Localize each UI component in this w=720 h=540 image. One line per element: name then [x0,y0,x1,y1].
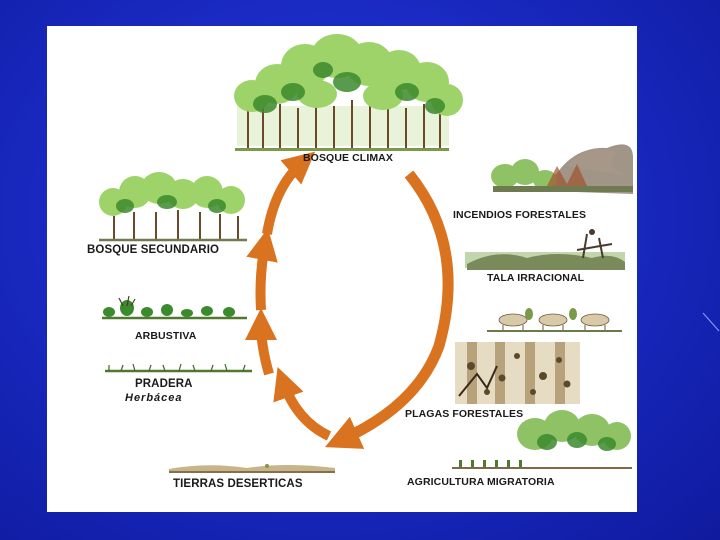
label-tala-irracional: TALA IRRACIONAL [487,272,585,284]
succession-arrow-desert-to-meadow [273,366,332,441]
label-bosque-climax: BOSQUE CLIMAX [303,152,393,164]
secondary-forest-illustration [99,172,247,242]
label-bosque-secundario: BOSQUE SECUNDARIO [87,244,220,256]
label-pradera: PRADERA [135,378,193,390]
forest-pests-illustration [455,342,580,404]
label-agricultura-migratoria: AGRICULTURA MIGRATORIA [407,476,555,488]
desert-land-illustration [169,464,335,473]
succession-arrow-shrub-to-secondary [246,228,278,311]
succession-arrow-secondary-to-climax [262,151,316,235]
ecological-succession-diagram [99,34,633,473]
label-herbacea: Herbácea [125,392,183,404]
migratory-agriculture-illustration [452,410,632,469]
forest-fire-illustration [491,144,633,194]
degradation-arrow [324,170,454,449]
climax-forest-illustration [234,34,463,151]
irrational-logging-illustration [465,229,625,270]
herbaceous-meadow-illustration [105,363,252,373]
succession-arrow-meadow-to-shrub [245,308,278,376]
label-plagas-forestales: PLAGAS FORESTALES [405,408,524,420]
label-tierras-deserticas: TIERRAS DESERTICAS [173,478,303,490]
shrubland-illustration [102,295,247,320]
label-incendios-forestales: INCENDIOS FORESTALES [453,209,587,221]
slide-panel: BOSQUE CLIMAX INCENDIOS FORESTALES TALA … [47,26,637,512]
label-arbustiva: ARBUSTIVA [135,330,197,342]
grazing-animals-illustration [487,308,622,332]
